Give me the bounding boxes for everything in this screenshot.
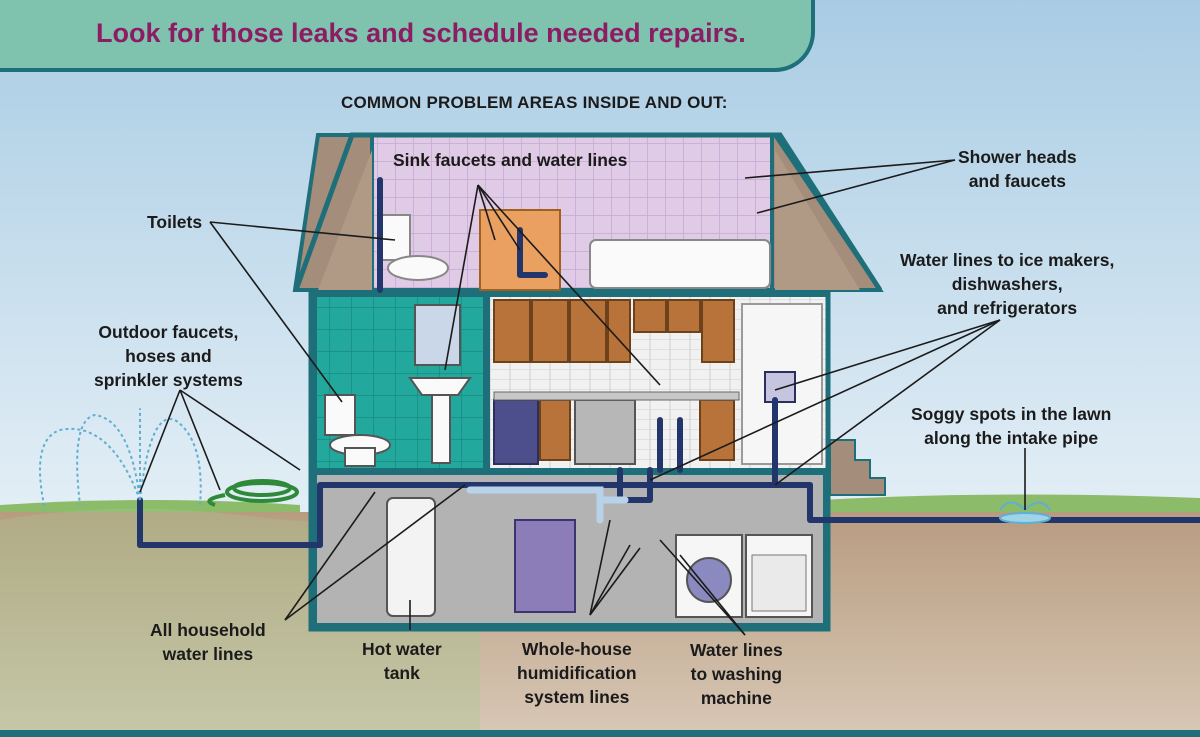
label-toilets: Toilets [147,212,203,232]
grass [0,500,300,515]
banner-title: Look for those leaks and schedule needed… [96,18,746,48]
lawn-leak [999,501,1051,524]
label-ice-makers: Water lines to ice makers,dishwashers,an… [900,250,1115,318]
kitchen-cabinets [493,299,735,461]
water-pipes [137,177,1200,548]
sprinkler [39,408,202,511]
bathtub [589,239,771,289]
label-sink-faucets: Sink faucets and water lines [393,150,628,170]
section-heading: COMMON PROBLEM AREAS INSIDE AND OUT: [341,93,728,112]
leader-lines [139,159,1026,636]
water-heater [386,497,436,617]
title-banner: Look for those leaks and schedule needed… [0,0,815,72]
hose [207,479,299,507]
